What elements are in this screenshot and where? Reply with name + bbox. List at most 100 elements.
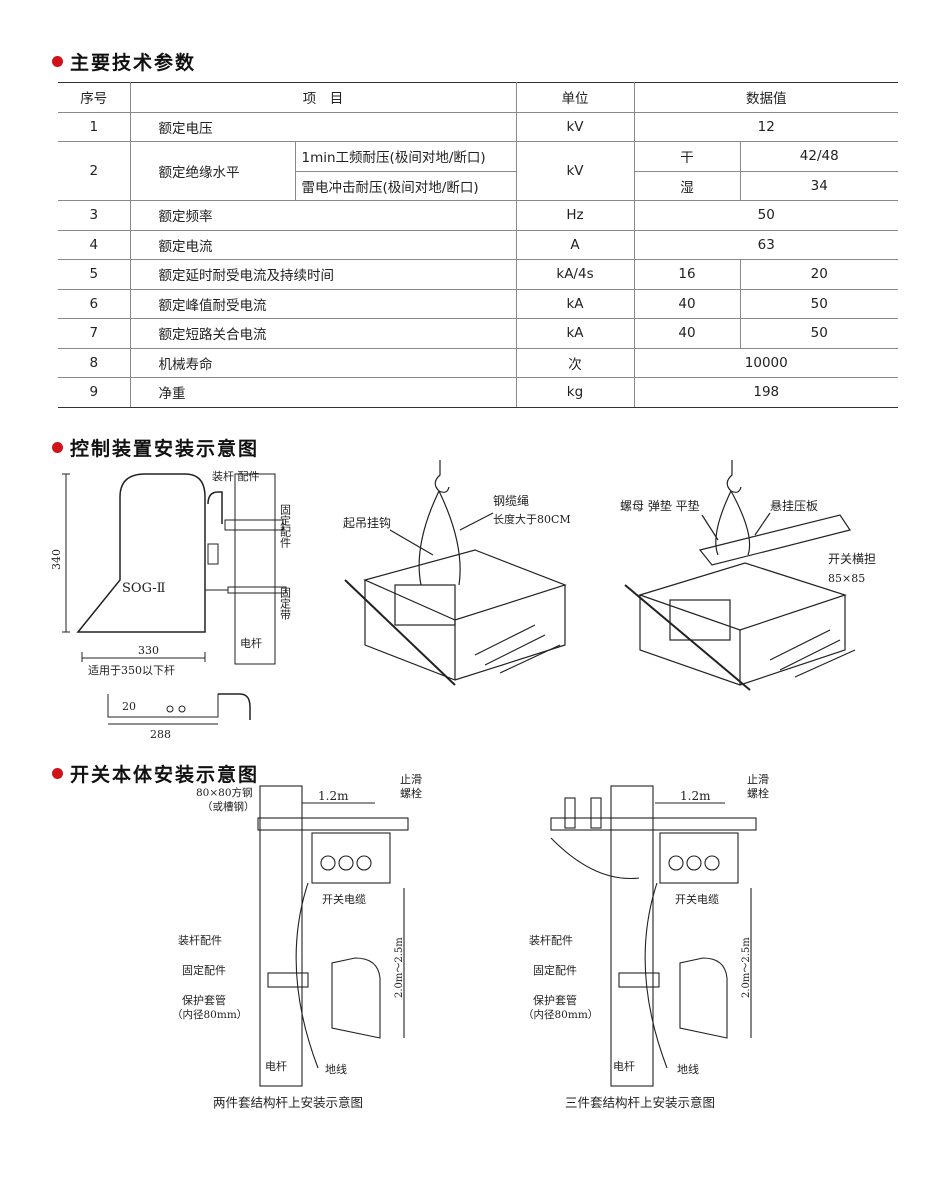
steel-label: 80×80方钢 [196, 786, 253, 799]
dim-330-label: 330 [138, 644, 159, 657]
section-title-specs: 主要技术参数 [52, 48, 196, 75]
bolt-label-2: 螺栓 [400, 786, 422, 800]
dim-20-label: 20 [122, 700, 136, 713]
section-title-text: 开关本体安装示意图 [70, 764, 260, 786]
cell-no: 1 [58, 111, 131, 142]
mounting-diagram: 螺母 弹垫 平垫 悬挂压板 开关横担 85×85 [620, 460, 876, 691]
fix-band-label: 固定带 [279, 587, 292, 621]
header-cell: 序号 [58, 82, 131, 113]
nut-label: 螺母 弹垫 平垫 [620, 498, 700, 513]
sleeve-label: 保护套管 [533, 993, 577, 1007]
control-box-diagram: 340 330 SOG-Ⅱ 适用于350以下杆 电杆 装杆 配件 固定配件 固定… [50, 469, 292, 741]
cell-value: 16 [633, 259, 741, 290]
table-row: 6 额定峰值耐受电流 kA 40 50 [58, 288, 898, 319]
distance-label: 1.2m [318, 789, 349, 803]
section-title-switch: 开关本体安装示意图 [52, 760, 259, 787]
cell-item: 净重 [129, 377, 517, 408]
cell-value: 42/48 [739, 141, 898, 172]
section-title-text: 主要技术参数 [70, 52, 197, 74]
cell-unit: A [515, 229, 635, 260]
table-row: 雷电冲击耐压(极间对地/断口) 湿 34 [58, 170, 898, 201]
bullet-dot-icon [52, 442, 63, 453]
cell-unit: kV [515, 111, 635, 142]
pole-label: 电杆 [613, 1059, 635, 1073]
table-row: 8 机械寿命 次 10000 [58, 347, 898, 378]
cell-item: 额定电压 [129, 111, 517, 142]
cell-no: 3 [58, 200, 131, 231]
cell-unit: kV [515, 141, 635, 201]
dim-288-label: 288 [150, 728, 171, 741]
height-label: 2.0m～2.5m [394, 937, 405, 998]
height-label: 2.0m～2.5m [741, 937, 752, 998]
lifting-diagram: 起吊挂钩 钢缆绳 长度大于80CM [343, 460, 571, 686]
table-header-row: 序号 项 目 单位 数据值 [58, 82, 898, 113]
cell-no: 2 [58, 141, 131, 201]
caption-three-piece: 三件套结构杆上安装示意图 [565, 1095, 716, 1110]
cell-item: 额定绝缘水平 [129, 141, 296, 201]
bullet-dot-icon [52, 768, 63, 779]
cable-label: 开关电缆 [675, 892, 719, 906]
table-row: 2 额定绝缘水平 1min工频耐压(极间对地/断口) kV 干 42/48 [58, 141, 898, 201]
cell-item: 额定电流 [129, 229, 517, 260]
table-row: 7 额定短路关合电流 kA 40 50 [58, 318, 898, 349]
cell-subitem: 1min工频耐压(极间对地/断口) [294, 141, 517, 172]
sleeve-size-label: （内径80mm） [523, 1008, 598, 1021]
cell-item: 额定峰值耐受电流 [129, 288, 517, 319]
cell-value: 63 [633, 229, 898, 260]
box-model-label: SOG-Ⅱ [122, 581, 166, 596]
cell-value: 12 [633, 111, 898, 142]
cell-no: 8 [58, 347, 131, 378]
cell-cond: 湿 [633, 170, 741, 201]
cell-value: 50 [739, 288, 898, 319]
fixing-fitting-label: 固定配件 [182, 963, 226, 977]
cell-value: 40 [633, 288, 741, 319]
steel-alt-label: （或槽钢） [202, 800, 255, 813]
table-row: 5 额定延时耐受电流及持续时间 kA/4s 16 20 [58, 259, 898, 290]
cell-value: 34 [739, 170, 898, 201]
fix-fitting-label: 固定配件 [279, 504, 292, 549]
fixing-fitting-label: 固定配件 [533, 963, 577, 977]
cell-unit: kA [515, 318, 635, 349]
sleeve-label: 保护套管 [182, 993, 226, 1007]
install-three-piece-diagram: 1.2m 止滑 螺栓 开关电缆 2.0m～2.5m 装杆配件 固定配件 保护套管… [523, 773, 769, 1087]
bolt-label-1: 止滑 [747, 773, 769, 786]
cell-value: 20 [739, 259, 898, 290]
cell-subitem: 雷电冲击耐压(极间对地/断口) [295, 170, 517, 201]
dim-340-label: 340 [50, 549, 63, 570]
header-cell: 数据值 [633, 82, 898, 113]
section-title-text: 控制装置安装示意图 [70, 438, 260, 460]
install-two-piece-diagram: 1.2m 止滑 螺栓 80×80方钢 （或槽钢） 开关电缆 2.0m～2.5m … [172, 773, 422, 1087]
hook-label: 起吊挂钩 [343, 516, 391, 530]
cell-unit: 次 [515, 347, 635, 378]
table-row: 1 额定电压 kV 12 [58, 111, 898, 142]
rope-length-label: 长度大于80CM [493, 512, 571, 526]
pole-fitting-label: 装杆配件 [529, 933, 573, 947]
cell-item: 额定频率 [129, 200, 517, 231]
pole-label: 电杆 [265, 1059, 287, 1073]
ground-label: 地线 [325, 1062, 347, 1076]
cell-item: 额定延时耐受电流及持续时间 [129, 259, 517, 290]
pole-label: 电杆 [240, 636, 262, 650]
header-cell: 项 目 [129, 82, 517, 113]
pole-fitting-label: 装杆 配件 [212, 469, 260, 483]
beam-size-label: 85×85 [828, 572, 865, 585]
cell-unit: kA/4s [515, 259, 635, 290]
cell-value: 50 [739, 318, 898, 349]
cell-no: 9 [58, 377, 131, 408]
cell-no: 7 [58, 318, 131, 349]
cell-unit: Hz [515, 200, 635, 231]
cell-no: 6 [58, 288, 131, 319]
cell-value: 198 [633, 377, 898, 408]
ground-label: 地线 [677, 1062, 699, 1076]
cell-value: 10000 [633, 347, 898, 378]
bolt-label-1: 止滑 [400, 773, 422, 786]
cell-unit: kA [515, 288, 635, 319]
table-row: 3 额定频率 Hz 50 [58, 200, 898, 231]
distance-label: 1.2m [680, 789, 711, 803]
cell-no: 5 [58, 259, 131, 290]
spec-table: 序号 项 目 单位 数据值 1 额定电压 kV 12 2 额定绝缘水平 1min… [58, 82, 898, 408]
note-label: 适用于350以下杆 [88, 663, 175, 677]
cell-no: 4 [58, 229, 131, 260]
plate-label: 悬挂压板 [770, 499, 818, 513]
cell-item: 机械寿命 [129, 347, 517, 378]
